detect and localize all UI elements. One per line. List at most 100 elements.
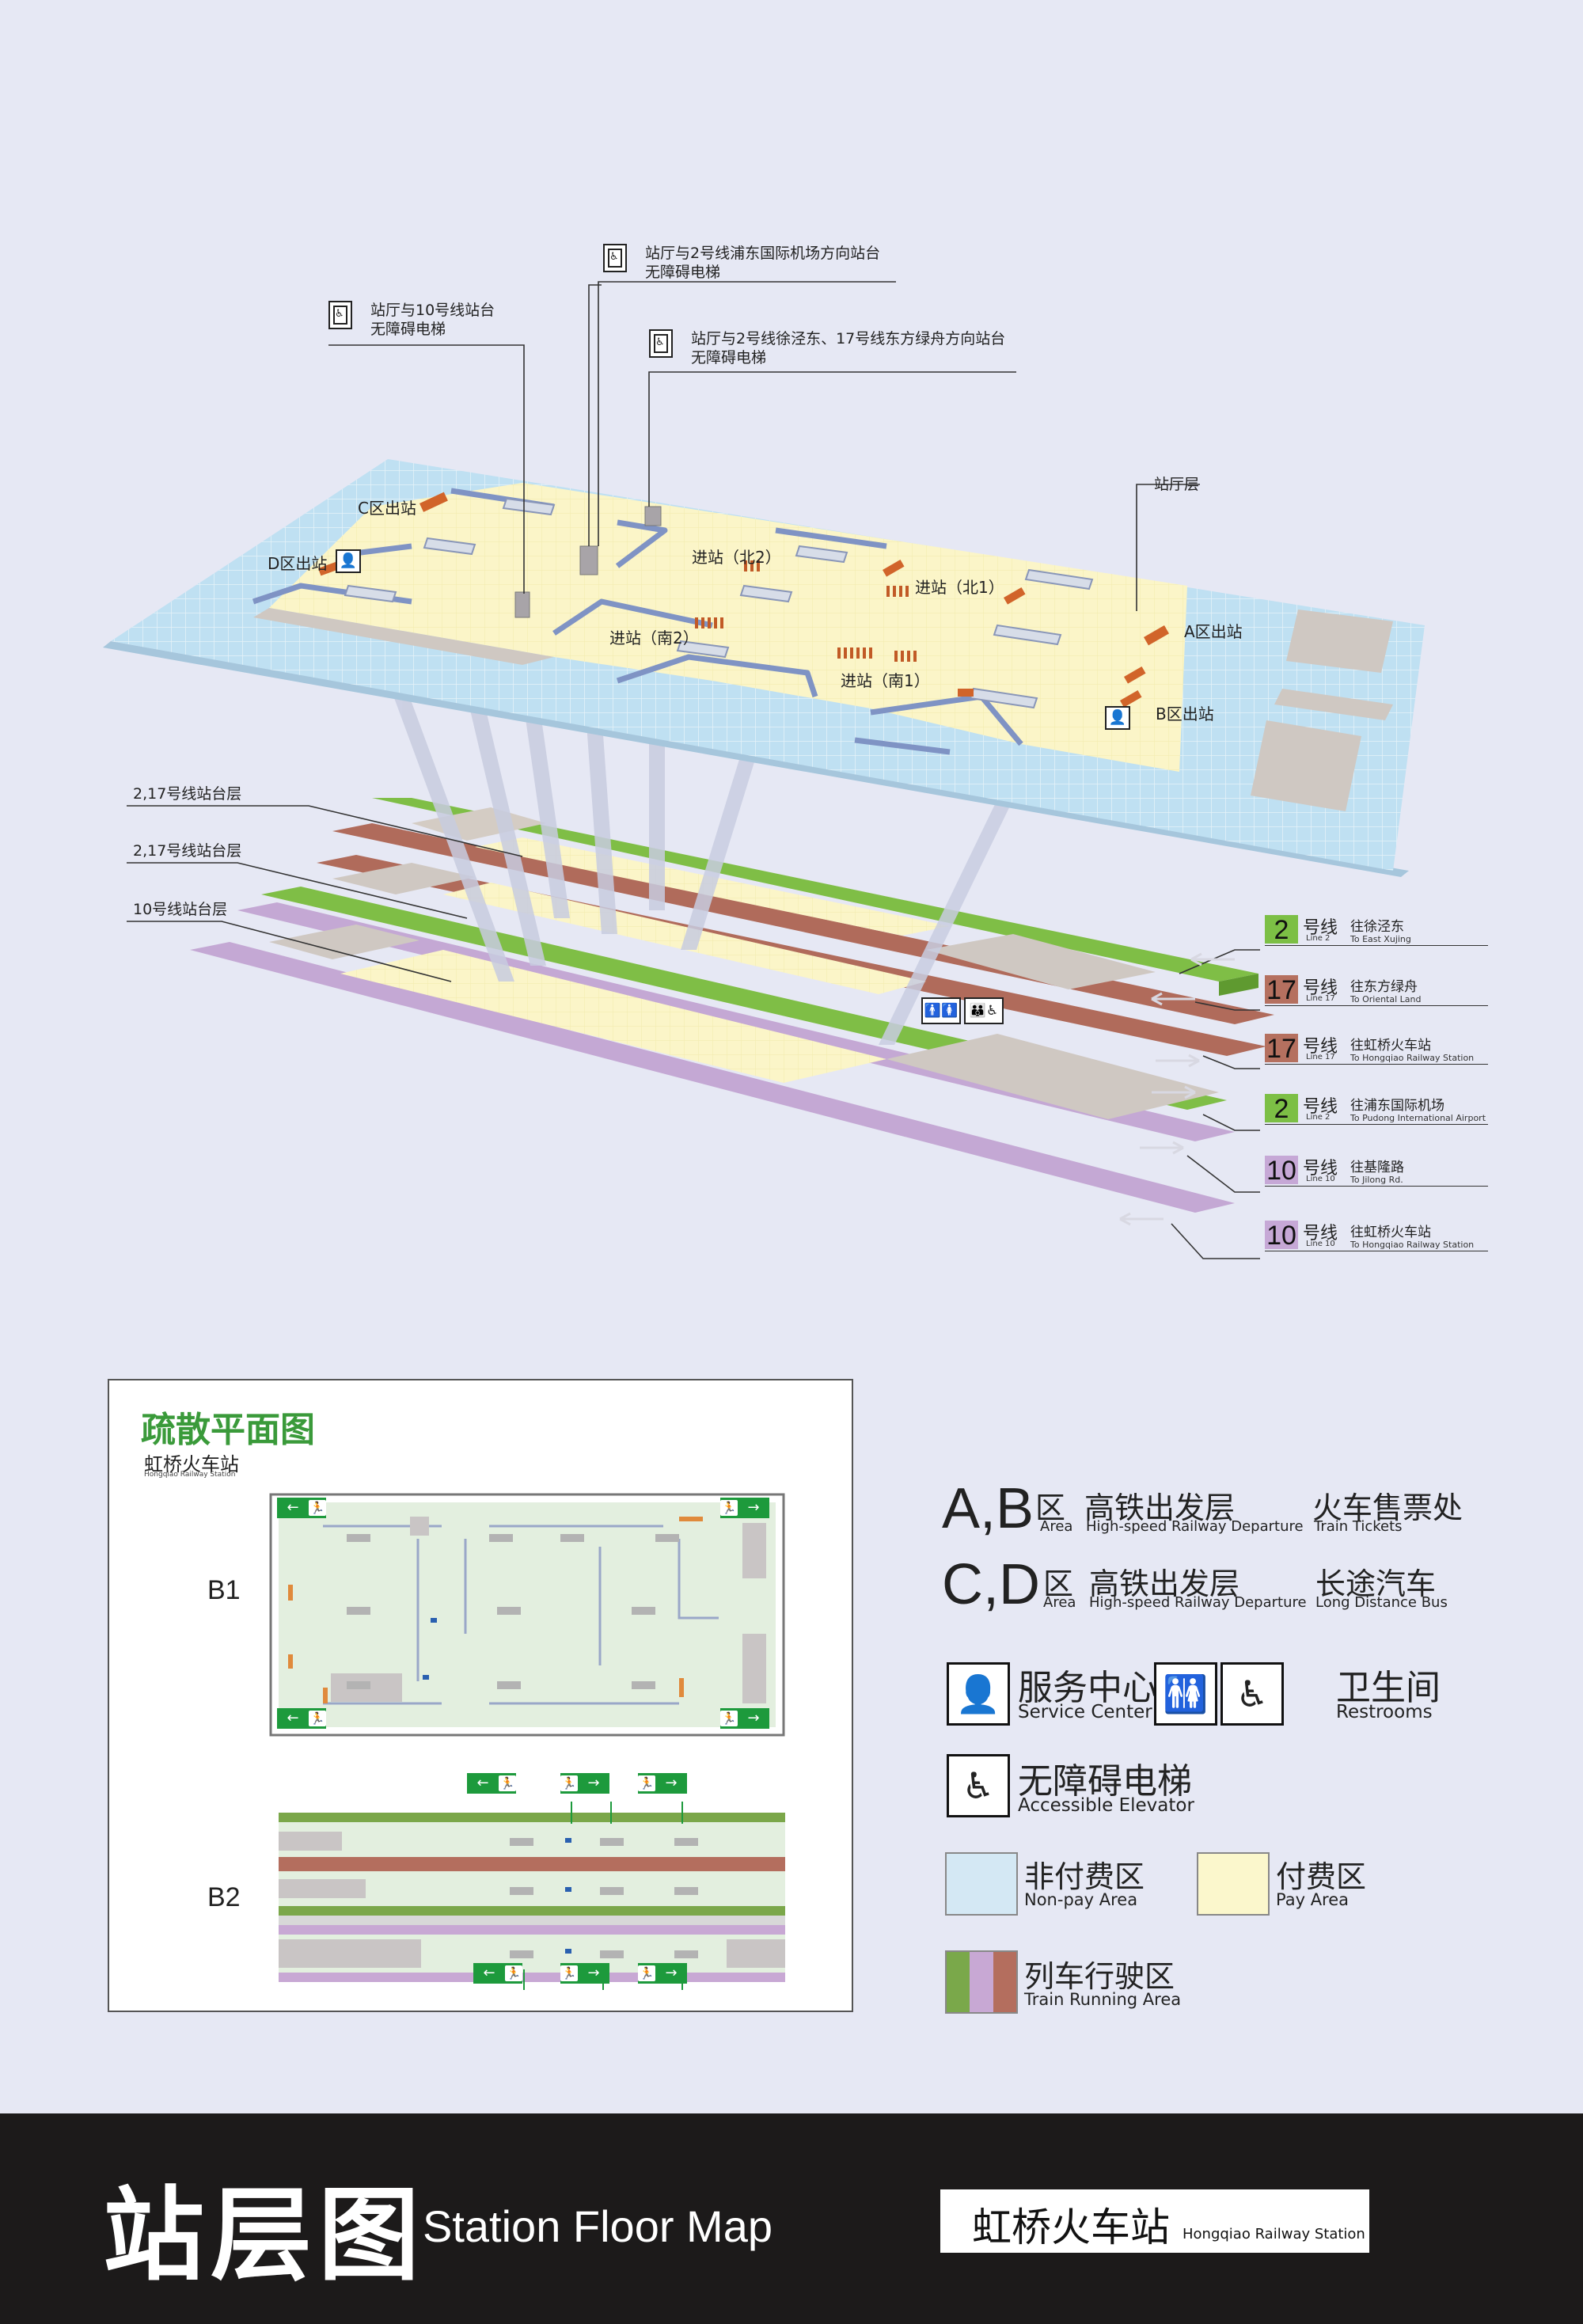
legend-pay-label-en: Pay Area (1276, 1890, 1350, 1909)
line-divider (1265, 1186, 1488, 1187)
line-name-en: Line 17 (1306, 1053, 1335, 1061)
emergency-exit-sign: ←🏃 (277, 1498, 326, 1518)
train-area-color-band (947, 1952, 970, 2012)
line-destination: 往东方绿舟 (1350, 979, 1418, 995)
exit-d-label: D区出站 (268, 554, 328, 573)
emergency-exit-sign: 🏃→ (638, 1773, 687, 1794)
floor-label-b1: B1 (207, 1575, 241, 1605)
legend-ab-extra-en: Train Tickets (1314, 1518, 1403, 1535)
legend-nonpay-label: 非付费区 (1024, 1859, 1145, 1894)
line-number-badge: 10 (1265, 1221, 1298, 1251)
line-divider (1265, 1005, 1488, 1006)
line-divider (1265, 1064, 1488, 1065)
line-destination: 往浦东国际机场 (1350, 1098, 1444, 1114)
service-center-icon: 👤 (1105, 706, 1130, 730)
pay-area-swatch (1197, 1852, 1270, 1916)
entry-north2-label: 进站（北2） (692, 548, 781, 567)
line-destination-en: To Oriental Land (1350, 994, 1422, 1004)
nonpay-area-swatch (945, 1852, 1018, 1916)
line-destination: 往基隆路 (1350, 1160, 1404, 1175)
legend-pay-label: 付费区 (1276, 1859, 1367, 1894)
emergency-exit-sign: 🏃→ (560, 1773, 609, 1794)
emergency-exit-sign: ←🏃 (277, 1708, 326, 1729)
callout-line2: 无障碍电梯 (645, 264, 721, 281)
train-area-swatch (945, 1950, 1018, 2014)
line-suffix: 号线 (1303, 1159, 1338, 1179)
evacuation-map-panel: 疏散平面图 虹桥火车站 Hongqiao Railway Station B1 … (108, 1379, 853, 2012)
legend: A,B 区 Area 高铁出发层 High-speed Railway Depa… (942, 1480, 1559, 2018)
exit-a-label: A区出站 (1184, 622, 1243, 641)
concourse-slab (103, 459, 1425, 877)
restroom-icon: 🚹🚺 (921, 997, 961, 1024)
line-destination-en: To Hongqiao Railway Station (1350, 1240, 1475, 1250)
evacuation-station-name-en: Hongqiao Railway Station (144, 1471, 236, 1479)
line-suffix: 号线 (1303, 1037, 1338, 1057)
floor-label-b2: B2 (207, 1882, 241, 1912)
legend-service-label: 服务中心 (1018, 1668, 1157, 1708)
callout-line1: 站厅与2号线徐泾东、17号线东方绿舟方向站台 (691, 330, 1006, 347)
legend-restroom-label: 卫生间 (1336, 1668, 1441, 1708)
line-divider (1265, 1124, 1488, 1125)
concourse-layer-label: 站厅层 (1154, 476, 1200, 493)
callout-line2: 无障碍电梯 (691, 349, 767, 366)
legend-restroom-label-en: Restrooms (1336, 1702, 1433, 1722)
line-destination: 往虹桥火车站 (1350, 1038, 1431, 1054)
callout-line2: 无障碍电梯 (370, 321, 446, 338)
emergency-exit-sign: 🏃→ (560, 1963, 609, 1984)
callout-elevator-line10: 站厅与10号线站台 无障碍电梯 (370, 301, 495, 339)
line-name-en: Line 2 (1306, 1113, 1331, 1122)
line-destination-en: To Hongqiao Railway Station (1350, 1053, 1475, 1063)
line-destination: 往徐泾东 (1350, 919, 1404, 935)
evacuation-station-name: 虹桥火车站 (144, 1453, 239, 1475)
elevator-icon (603, 244, 627, 272)
callout-line1: 站厅与10号线站台 (370, 302, 495, 319)
callout-elevator-line2-17: 站厅与2号线徐泾东、17号线东方绿舟方向站台 无障碍电梯 (691, 329, 1005, 367)
line-destination-en: To East Xujing (1350, 934, 1411, 944)
line-destination-en: To Jilong Rd. (1350, 1175, 1403, 1185)
callout-line1: 站厅与2号线浦东国际机场方向站台 (645, 245, 881, 262)
line-number-badge: 2 (1265, 1094, 1298, 1124)
emergency-exit-sign: 🏃→ (720, 1498, 769, 1518)
legend-elevator-label-en: Accessible Elevator (1018, 1795, 1194, 1816)
line-name-en: Line 10 (1306, 1175, 1335, 1183)
platform-layer-label: 2,17号线站台层 (133, 842, 242, 860)
emergency-exit-sign: ←🏃 (467, 1773, 516, 1794)
service-center-icon: 👤 (336, 549, 361, 573)
platform-layer-label: 10号线站台层 (133, 901, 228, 918)
legend-cd-area-en: Area (1043, 1594, 1076, 1611)
footer-bar: 站层图 Station Floor Map 虹桥火车站 Hongqiao Rai… (0, 2113, 1583, 2324)
entry-south1-label: 进站（南1） (841, 671, 930, 690)
train-area-color-band (970, 1952, 993, 2012)
emergency-exit-sign: ←🏃 (473, 1963, 522, 1984)
columns (388, 681, 1013, 1045)
line-name-en: Line 17 (1306, 994, 1335, 1003)
legend-elevator-label: 无障碍电梯 (1018, 1761, 1192, 1802)
restroom-icon: 🚻 (1154, 1662, 1217, 1726)
legend-ab-area-en: Area (1040, 1518, 1073, 1535)
footer-title-en: Station Floor Map (423, 2201, 773, 2251)
line-number-badge: 17 (1265, 975, 1298, 1005)
exit-b-label: B区出站 (1156, 704, 1214, 723)
emergency-exit-sign: 🏃→ (638, 1963, 687, 1984)
train-area-color-band (993, 1952, 1016, 2012)
legend-service-label-en: Service Center (1018, 1702, 1152, 1722)
footer-station-box: 虹桥火车站 Hongqiao Railway Station (940, 2189, 1369, 2253)
legend-nonpay-label-en: Non-pay Area (1024, 1890, 1138, 1909)
elevator-icon (328, 301, 352, 329)
direction-arrows (1119, 952, 1235, 1226)
line-suffix: 号线 (1303, 1097, 1338, 1117)
line-suffix: 号线 (1303, 918, 1338, 938)
legend-ab-extra: 火车售票处 (1312, 1490, 1463, 1525)
evacuation-title: 疏散平面图 (141, 1410, 315, 1450)
line-divider (1265, 945, 1488, 946)
evacuation-plan-drawing (269, 1493, 785, 1990)
line-number-badge: 17 (1265, 1034, 1298, 1064)
service-center-icon: 👤 (947, 1662, 1010, 1726)
legend-cd-extra-en: Long Distance Bus (1315, 1594, 1448, 1611)
exit-c-label: C区出站 (358, 499, 416, 518)
platform-layer-label: 2,17号线站台层 (133, 785, 242, 803)
line-number-badge: 2 (1265, 915, 1298, 945)
elevator-icon: ♿ (947, 1754, 1010, 1817)
line-suffix: 号线 (1303, 978, 1338, 998)
legend-train-label: 列车行驶区 (1024, 1959, 1175, 1994)
